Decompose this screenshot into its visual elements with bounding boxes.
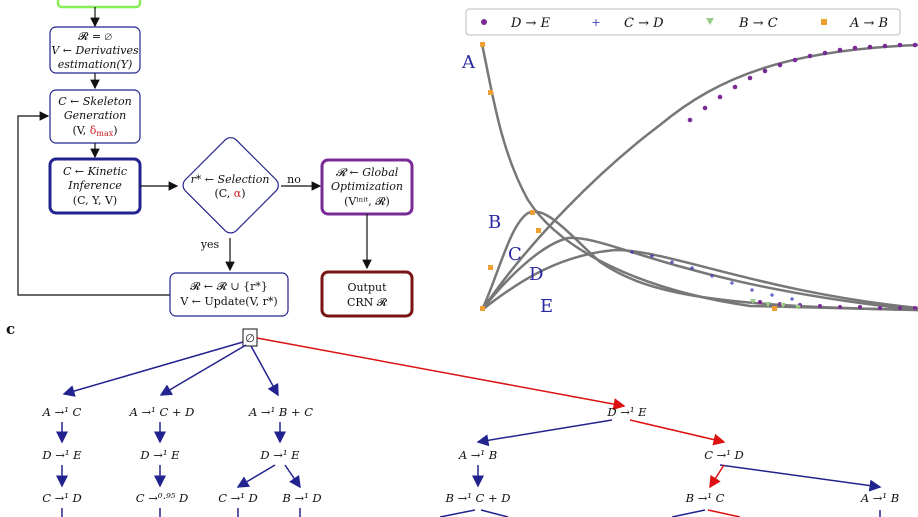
svg-text:∅: ∅ [245, 332, 255, 345]
node-c4-6: A →¹ B [860, 491, 899, 505]
node-c3-2: D →¹ E [259, 448, 300, 462]
kinetic-line2: Inference [67, 179, 122, 192]
node-c1-2: D →¹ E [41, 448, 82, 462]
tree-root: ∅ [242, 328, 258, 347]
legend-item-4: A → B [849, 16, 888, 31]
output-box: Output CRN 𝓡 [320, 270, 414, 318]
node-c1-1: A →¹ C [42, 405, 82, 419]
edge-no-label: no [287, 173, 301, 186]
curve-d [481, 248, 918, 311]
node-c3-4: B →¹ D [281, 491, 321, 505]
curve-label-e: E [540, 296, 553, 317]
node-c2-2: D →¹ E [139, 448, 180, 462]
kinetic-box: C ← Kinetic Inference (C, Y, V) [48, 157, 142, 215]
node-c2-3: C →⁰·⁹⁵ D [136, 491, 188, 505]
global-line3: (Vⁱⁿⁱᵗ, 𝓡) [344, 195, 390, 208]
curve-label-d: D [529, 264, 543, 285]
derivatives-line1: 𝓡 = ∅ [78, 30, 112, 43]
skeleton-line2: Generation [64, 109, 126, 122]
selection-diamond: r* ← Selection (C, α) [182, 137, 279, 234]
kinetic-line1: C ← Kinetic [63, 165, 127, 178]
data-markers [480, 42, 918, 311]
kinetic-line3: (C, Y, V) [73, 194, 117, 207]
global-optimization-box: 𝓡 ← Global Optimization (Vⁱⁿⁱᵗ, 𝓡) [320, 158, 414, 216]
node-c4-3: B →¹ C + D [445, 491, 511, 505]
selection-line2: (C, α) [214, 187, 245, 200]
node-c1-3: C →¹ D [42, 491, 82, 505]
loop-back-arrow [17, 111, 170, 296]
node-c2-1: A →¹ C + D [129, 405, 195, 419]
skeleton-line3: (V, δmax) [72, 124, 117, 138]
output-line2: CRN 𝓡 [347, 296, 388, 309]
legend-item-2: C → D [624, 16, 664, 31]
legend-item-1: D → E [510, 16, 551, 31]
concentration-curves [480, 43, 918, 312]
curve-label-b: B [488, 212, 501, 233]
update-line1: 𝓡 ← 𝓡 ∪ {r*} [190, 280, 268, 293]
global-line2: Optimization [331, 180, 403, 193]
update-line2: V ← Update(V, r*) [179, 295, 277, 308]
curve-e [480, 43, 918, 311]
derivatives-box: 𝓡 = ∅ V ← Derivatives estimation(Y) [49, 26, 141, 74]
node-c3-3: C →¹ D [218, 491, 258, 505]
svg-text:+: + [591, 16, 600, 29]
legend: D → E + C → D B → C A → B [465, 8, 901, 36]
node-c4-5: B →¹ C [685, 491, 725, 505]
derivatives-line2: V ← Derivatives [51, 44, 139, 57]
selection-line1: r* ← Selection [191, 173, 270, 186]
node-c3-1: A →¹ B + C [248, 405, 313, 419]
derivatives-line3: estimation(Y) [58, 58, 133, 71]
skeleton-line1: C ← Skeleton [58, 95, 132, 108]
legend-item-3: B → C [738, 16, 778, 31]
node-c4-1: D →¹ E [606, 405, 647, 419]
node-c4-4: C →¹ D [704, 448, 744, 462]
edge-yes-label: yes [200, 238, 220, 251]
update-box: 𝓡 ← 𝓡 ∪ {r*} V ← Update(V, r*) [169, 272, 289, 317]
node-c4-2: A →¹ B [458, 448, 497, 462]
tree-nodes: A →¹ C D →¹ E C →¹ D A →¹ C + D D →¹ E C… [41, 405, 899, 505]
curve-label-a: A [461, 52, 476, 73]
skeleton-box: C ← Skeleton Generation (V, δmax) [49, 89, 141, 144]
panel-c-label: c [6, 320, 15, 338]
curve-c [481, 236, 918, 312]
curve-label-c: C [508, 244, 522, 265]
curve-a [480, 43, 918, 312]
top-box-fragment [56, 0, 142, 9]
output-line1: Output [347, 281, 387, 294]
global-line1: 𝓡 ← Global [336, 166, 399, 179]
